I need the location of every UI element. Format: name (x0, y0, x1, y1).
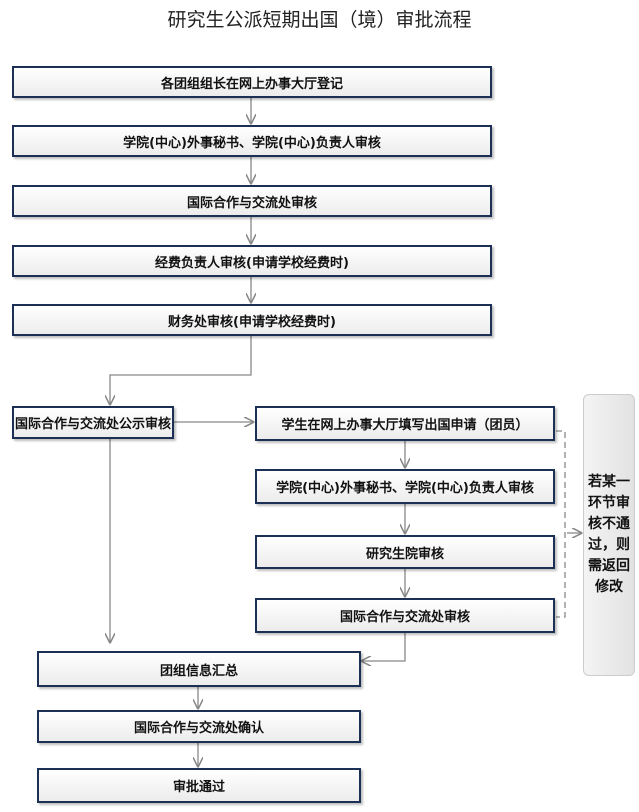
dashed-bracket (556, 430, 566, 618)
member-step-graduate-school-review: 研究生院审核 (255, 535, 555, 569)
step-funding-review: 经费负责人审核(申请学校经费时) (12, 245, 492, 277)
step-college-review: 学院(中心)外事秘书、学院(中心)负责人审核 (12, 125, 492, 157)
step-intl-office-review: 国际合作与交流处审核 (12, 185, 492, 217)
arrow (362, 633, 406, 661)
step-finance-review: 财务处审核(申请学校经费时) (12, 304, 492, 336)
member-step-apply: 学生在网上办事大厅填写出国申请（团员） (255, 406, 555, 441)
step-register: 各团组组长在网上办事大厅登记 (12, 66, 492, 98)
final-step-confirm: 国际合作与交流处确认 (37, 710, 361, 743)
member-step-college-review: 学院(中心)外事秘书、学院(中心)负责人审核 (255, 469, 555, 504)
step-publicity-review: 国际合作与交流处公示审核 (12, 406, 174, 439)
member-step-intl-office-review: 国际合作与交流处审核 (255, 598, 555, 633)
final-step-approved: 审批通过 (37, 768, 361, 803)
side-note: 若某一环节审核不通过，则需返回修改 (583, 394, 635, 676)
final-step-summary: 团组信息汇总 (37, 651, 361, 687)
page-title: 研究生公派短期出国（境）审批流程 (167, 9, 472, 31)
arrow (110, 336, 252, 404)
